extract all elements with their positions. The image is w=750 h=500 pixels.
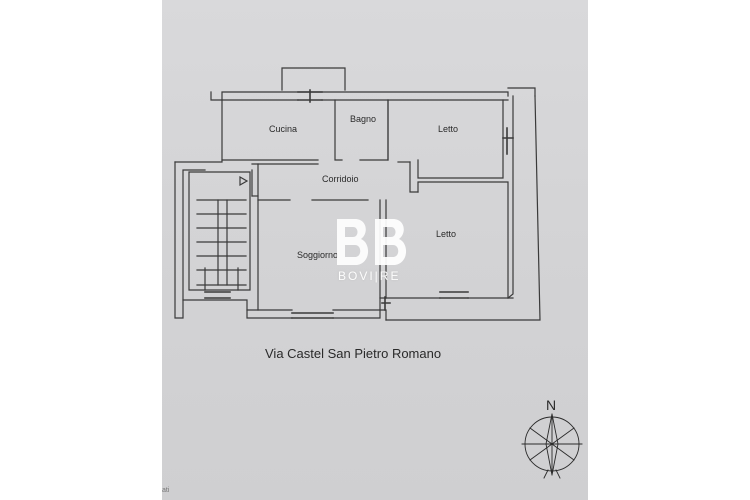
- compass-rose: [521, 413, 583, 479]
- room-label-corridor: Corridoio: [322, 174, 359, 184]
- north-label: N: [546, 397, 557, 413]
- room-label-bathroom: Bagno: [350, 114, 377, 124]
- stairs: [188, 171, 251, 291]
- balcony: [281, 67, 346, 91]
- bb-monogram-logo: [337, 219, 407, 265]
- corner-text: ati: [162, 487, 170, 494]
- street-name: Via Castel San Pietro Romano: [265, 346, 442, 361]
- outer-walls: [174, 87, 541, 321]
- brand-name: BOVI|RE: [338, 269, 401, 283]
- room-label-kitchen: Cucina: [269, 124, 298, 134]
- windows: [204, 89, 514, 319]
- room-label-living-room: Soggiorno: [297, 250, 339, 260]
- interior-walls: [221, 99, 509, 311]
- room-label-bedroom-1: Letto: [438, 124, 459, 134]
- entrance-arrow: [239, 175, 249, 187]
- room-label-bedroom-2: Letto: [436, 229, 457, 239]
